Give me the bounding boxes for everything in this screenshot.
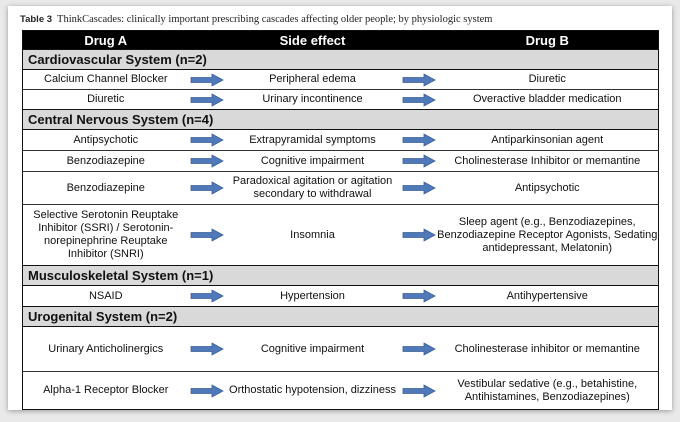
cascades-table: Drug A Side effect Drug B Cardiovascular… xyxy=(22,30,659,410)
drug-b-cell: Sleep agent (e.g., Benzodiazepines, Benz… xyxy=(436,204,659,266)
table-row: Benzodiazepine Cognitive impairment Chol… xyxy=(22,150,659,172)
table-row: Selective Serotonin Reuptake Inhibitor (… xyxy=(22,204,659,266)
drug-a-cell: Alpha-1 Receptor Blocker xyxy=(22,371,189,410)
table-row: Urinary Anticholinergics Cognitive impai… xyxy=(22,326,659,372)
section-header: Cardiovascular System (n=2) xyxy=(22,49,659,70)
arrow-right-icon xyxy=(190,383,224,398)
caption-text: ThinkCascades: clinically important pres… xyxy=(57,14,493,25)
drug-b-cell: Vestibular sedative (e.g., betahistine, … xyxy=(436,371,659,410)
arrow-right-icon xyxy=(402,383,436,398)
table-row: Diuretic Urinary incontinence Overactive… xyxy=(22,89,659,110)
arrow-right-icon xyxy=(402,342,436,356)
arrow-right-icon xyxy=(402,289,436,303)
arrow-right-icon xyxy=(190,133,224,147)
side-effect-cell: Orthostatic hypotension, dizziness xyxy=(224,371,401,410)
table-row: NSAID Hypertension Antihypertensive xyxy=(22,285,659,307)
arrow-right-icon xyxy=(190,228,224,242)
drug-a-cell: Benzodiazepine xyxy=(22,150,189,172)
arrow-right-icon xyxy=(402,228,436,242)
arrow-right-icon xyxy=(402,181,436,195)
drug-a-cell: Benzodiazepine xyxy=(22,171,189,205)
side-effect-cell: Hypertension xyxy=(224,285,401,307)
side-effect-cell: Paradoxical agitation or agitation secon… xyxy=(224,171,401,205)
drug-b-cell: Diuretic xyxy=(436,69,659,90)
drug-a-cell: NSAID xyxy=(22,285,189,307)
side-effect-cell: Cognitive impairment xyxy=(224,150,401,172)
arrow-right-icon xyxy=(190,181,224,195)
arrow-right-icon xyxy=(190,92,224,107)
section-title: Urogenital System (n=2) xyxy=(22,306,659,327)
arrow-right-icon xyxy=(190,289,224,303)
side-effect-cell: Peripheral edema xyxy=(224,69,401,90)
drug-b-cell: Cholinesterase Inhibitor or memantine xyxy=(436,150,659,172)
table-row: Alpha-1 Receptor Blocker Orthostatic hyp… xyxy=(22,371,659,410)
section-title: Cardiovascular System (n=2) xyxy=(22,49,659,70)
section-title: Musculoskeletal System (n=1) xyxy=(22,265,659,286)
drug-b-cell: Antipsychotic xyxy=(436,171,659,205)
header-drug-b: Drug B xyxy=(436,30,659,50)
drug-a-cell: Diuretic xyxy=(22,89,189,110)
drug-a-cell: Calcium Channel Blocker xyxy=(22,69,189,90)
header-drug-a: Drug A xyxy=(22,30,189,50)
arrow-right-icon xyxy=(402,133,436,147)
table-row: Calcium Channel Blocker Peripheral edema… xyxy=(22,69,659,90)
drug-b-cell: Antiparkinsonian agent xyxy=(436,129,659,151)
arrow-right-icon xyxy=(402,154,436,168)
drug-b-cell: Overactive bladder medication xyxy=(436,89,659,110)
side-effect-cell: Urinary incontinence xyxy=(224,89,401,110)
table-row: Antipsychotic Extrapyramidal symptoms An… xyxy=(22,129,659,151)
arrow-right-icon xyxy=(402,72,436,87)
side-effect-cell: Insomnia xyxy=(224,204,401,266)
arrow-right-icon xyxy=(190,72,224,87)
drug-a-cell: Selective Serotonin Reuptake Inhibitor (… xyxy=(22,204,189,266)
side-effect-cell: Extrapyramidal symptoms xyxy=(224,129,401,151)
drug-b-cell: Antihypertensive xyxy=(436,285,659,307)
table-row: Benzodiazepine Paradoxical agitation or … xyxy=(22,171,659,205)
section-header: Musculoskeletal System (n=1) xyxy=(22,265,659,286)
drug-b-cell: Cholinesterase inhibitor or memantine xyxy=(436,326,659,372)
drug-a-cell: Antipsychotic xyxy=(22,129,189,151)
drug-a-cell: Urinary Anticholinergics xyxy=(22,326,189,372)
section-title: Central Nervous System (n=4) xyxy=(22,109,659,130)
table-caption: Table 3 ThinkCascades: clinically importa… xyxy=(20,14,492,25)
arrow-right-icon xyxy=(402,92,436,107)
header-side-effect: Side effect xyxy=(224,30,401,50)
table-label: Table 3 xyxy=(20,14,53,25)
arrow-right-icon xyxy=(190,342,224,356)
section-header: Urogenital System (n=2) xyxy=(22,306,659,327)
arrow-right-icon xyxy=(190,154,224,168)
section-header: Central Nervous System (n=4) xyxy=(22,109,659,130)
side-effect-cell: Cognitive impairment xyxy=(224,326,401,372)
